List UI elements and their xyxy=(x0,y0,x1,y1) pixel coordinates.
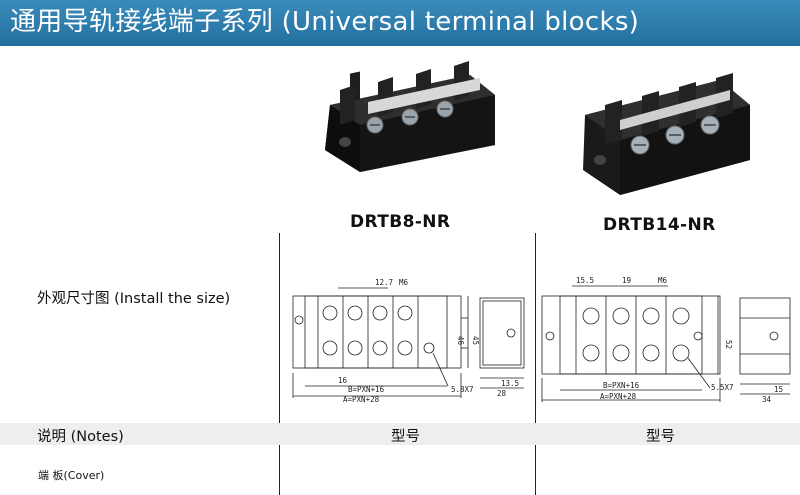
dim-h2-drtb8: 45 xyxy=(471,336,480,345)
dimensions-row-label: 外观尺寸图 (Install the size) xyxy=(37,291,231,307)
dim-h1-drtb14: 52 xyxy=(724,340,733,349)
model-header-drtb14: 型号 xyxy=(646,429,675,445)
model-name-drtb14: DRTB14-NR xyxy=(603,215,716,235)
dim-screw-drtb8: M6 xyxy=(399,278,409,287)
column-divider-right xyxy=(535,233,536,495)
dimension-drawing-drtb14: 15.5 19 M6 B=PXN+16 A=PXN+28 5.5X7 52 15… xyxy=(541,276,791,404)
dim-pitch-drtb8: 12.7 xyxy=(375,278,393,287)
cover-label: 端 板(Cover) xyxy=(38,469,105,482)
model-name-drtb8: DRTB8-NR xyxy=(350,212,451,232)
dim-side-width-drtb14: 34 xyxy=(762,395,772,404)
dim-hole-drtb8: 5.8X7 xyxy=(451,385,474,394)
dim-a-formula-drtb8: A=PXN+28 xyxy=(343,395,380,404)
dim-b-formula-drtb14: B=PXN+16 xyxy=(603,381,640,390)
dim-pitch2-drtb14: 19 xyxy=(622,276,631,285)
notes-band xyxy=(0,423,800,445)
dim-side-depth-drtb8: 13.5 xyxy=(501,379,519,388)
dim-pitch2-drtb8: 16 xyxy=(338,376,348,385)
dim-a-formula-drtb14: A=PXN+28 xyxy=(600,392,637,401)
notes-row-label: 说明 (Notes) xyxy=(37,429,124,445)
product-photo-drtb8 xyxy=(325,61,495,172)
dim-hole-drtb14: 5.5X7 xyxy=(711,383,734,392)
dim-pitch1-drtb14: 15.5 xyxy=(576,276,594,285)
dim-h1-drtb8: 46 xyxy=(456,336,465,346)
product-photo-drtb14 xyxy=(583,73,750,195)
page-title: 通用导轨接线端子系列 (Universal terminal blocks) xyxy=(10,7,640,37)
dim-b-formula-drtb8: B=PXN+16 xyxy=(348,385,385,394)
dim-side-depth-drtb14: 15 xyxy=(774,385,783,394)
dim-screw-drtb14: M6 xyxy=(658,276,668,285)
page-header: 通用导轨接线端子系列 (Universal terminal blocks) xyxy=(0,0,800,46)
dimension-drawing-drtb8: 12.7 M6 16 B=PXN+16 A=PXN+28 5.8X7 46 45… xyxy=(292,278,525,404)
model-header-drtb8: 型号 xyxy=(391,429,420,445)
dim-side-width-drtb8: 28 xyxy=(497,389,507,398)
column-divider-left xyxy=(279,233,280,495)
